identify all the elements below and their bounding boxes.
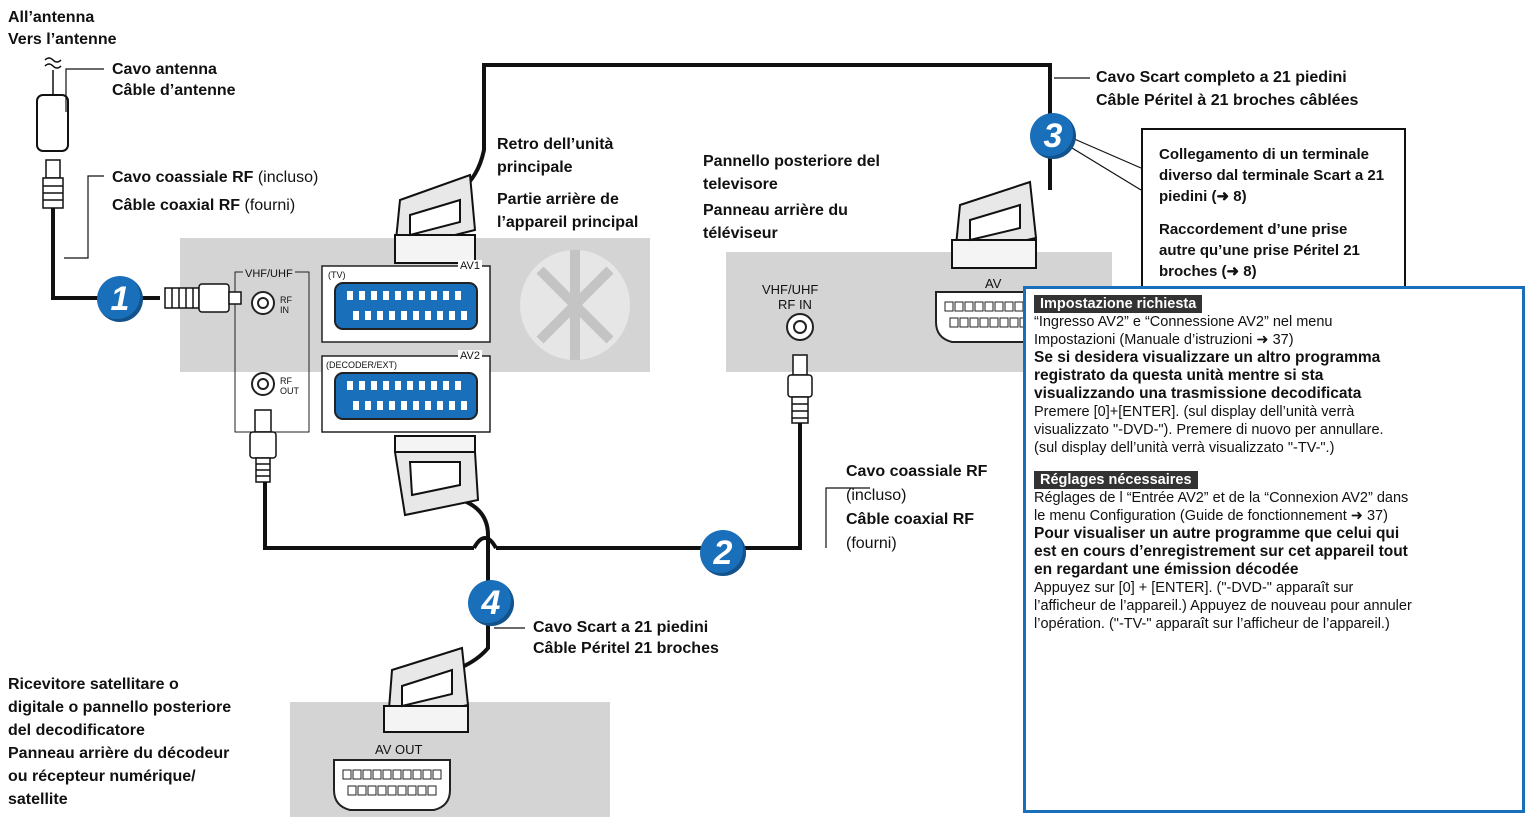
coax-top-it-rest: (incluso) [253, 169, 319, 186]
coax-top-fr: Câble coaxial RF (fourni) [112, 196, 295, 216]
callout-fr: Raccordement d’une prise autre qu’une pr… [1159, 221, 1360, 280]
cable-crossover [472, 536, 498, 550]
antenna-cable-it: Cavo antenna [112, 61, 217, 78]
note-it-bold1: Se si desidera visualizzare un altro pro… [1034, 349, 1381, 366]
rf-in-label-2: IN [280, 305, 289, 315]
scart-plug-tv [951, 180, 1038, 269]
main-unit-label-fr-1: Partie arrière de [497, 191, 619, 208]
note-it-line1: “Ingresso AV2” e “Connessione AV2” nel m… [1034, 314, 1333, 330]
tv-label-fr-1: Panneau arrière du [703, 202, 848, 219]
coax-mid-it-rest: (incluso) [846, 487, 907, 504]
scart-21-it: Cavo Scart a 21 piedini [533, 619, 709, 636]
tv-coax-plug [787, 354, 813, 424]
note-it-header: Impostazione richiesta [1034, 295, 1203, 313]
av1-label: AV1 [458, 260, 482, 273]
note-fr-bold2: est en cours d’enregistrement sur cet ap… [1034, 543, 1408, 560]
coax-top-it: Cavo coassiale RF (incluso) [112, 168, 318, 188]
rf-out-label-2: OUT [280, 386, 299, 396]
receiver-label-3: del decodificatore [8, 722, 145, 739]
coax-top-fr-bold: Câble coaxial RF [112, 197, 241, 214]
main-unit-label-fr-2: l’appareil principal [497, 214, 639, 231]
av-out-label: AV OUT [375, 742, 423, 757]
note-it-line4: visualizzato "-DVD-"). Premere di nuovo … [1034, 422, 1384, 438]
note-fr-bold3: en regardant une émission décodée [1034, 561, 1299, 578]
note-fr-line2: le menu Configuration (Guide de fonction… [1034, 508, 1388, 524]
note-fr-bold1: Pour visualiser un autre programme que c… [1034, 525, 1400, 542]
note-it-line2: Impostazioni (Manuale d’istruzioni ➜ 37) [1034, 332, 1294, 348]
callout-box: Collegamento di un terminale diverso dal… [1141, 128, 1406, 308]
av2-label: AV2 [458, 350, 482, 363]
coax-mid-it-bold: Cavo coassiale RF [846, 463, 988, 480]
coax-mid-fr-bold: Câble coaxial RF [846, 511, 975, 528]
scart-full-it: Cavo Scart completo a 21 piedini [1096, 69, 1347, 86]
antenna-label-it: All’antenna [8, 9, 95, 26]
receiver-label-2: digitale o pannello posteriore [8, 699, 232, 716]
main-vhf-uhf-label: VHF/UHF [243, 268, 295, 281]
antenna-cable-fr: Câble d’antenne [112, 82, 236, 99]
av2-sub-label: (DECODER/EXT) [326, 360, 398, 370]
tv-label-it-1: Pannello posteriore del [703, 153, 880, 170]
antenna-coax-plug [42, 159, 64, 209]
note-fr-line4: l’afficheur de l’appareil.) Appuyez de n… [1034, 598, 1412, 614]
receiver-label-4: Panneau arrière du décodeur [8, 745, 230, 762]
step-2-badge: 2 [700, 530, 746, 576]
tv-av-label: AV [985, 276, 1002, 291]
rf-out-label-1: RF [280, 376, 292, 386]
scart-full-fr: Câble Péritel à 21 broches câblées [1096, 92, 1359, 109]
scart-21-fr: Câble Péritel 21 broches [533, 640, 719, 657]
note-it-bold3: visualizzando una trasmissione decodific… [1034, 385, 1362, 402]
receiver-label-5: ou récepteur numérique/ [8, 768, 196, 785]
note-fr-header: Réglages nécessaires [1034, 471, 1198, 489]
tv-vhf-uhf-label: VHF/UHF [762, 282, 819, 297]
rf-in-label-1: RF [280, 295, 292, 305]
step-3-badge: 3 [1030, 113, 1076, 159]
rf-out-coax-plug [249, 409, 277, 483]
callout-it: Collegamento di un terminale diverso dal… [1159, 146, 1385, 205]
coax-top-it-bold: Cavo coassiale RF [112, 169, 254, 186]
settings-note-box: Impostazione richiesta “Ingresso AV2” e … [1023, 286, 1525, 813]
antenna-symbol [44, 57, 62, 95]
note-fr-line5: l’opération. ("-TV-" apparaît sur l’affi… [1034, 616, 1390, 632]
receiver-av-out-socket [333, 759, 451, 811]
main-unit-label-it-1: Retro dell’unità [497, 136, 614, 153]
tv-label-it-2: televisore [703, 176, 778, 193]
note-it-line3: Premere [0]+[ENTER]. (sul display dell’u… [1034, 404, 1355, 420]
note-it-bold2: registrato da questa unità mentre si sta [1034, 367, 1324, 384]
antenna-plug-body [36, 94, 69, 152]
step-1-badge: 1 [97, 276, 143, 322]
tv-label-fr-2: téléviseur [703, 225, 778, 242]
av1-sub-label: (TV) [328, 270, 346, 280]
leader-lines [64, 68, 1142, 629]
av2-pins [347, 381, 467, 410]
coax-top-fr-rest: (fourni) [240, 197, 296, 214]
tv-rf-in-label: RF IN [778, 297, 812, 312]
av1-pins [347, 291, 467, 320]
scart-plug-receiver [383, 646, 470, 733]
main-unit-label-it-2: principale [497, 159, 573, 176]
cables [51, 63, 1052, 670]
antenna-label-fr: Vers l’antenne [8, 31, 117, 48]
note-fr-line1: Réglages de l “Entrée AV2” et de la “Con… [1034, 490, 1409, 506]
scart-plug-av2 [393, 435, 480, 517]
receiver-label-1: Ricevitore satellitare o [8, 676, 179, 693]
rf-in-coax-plug [164, 283, 242, 313]
step-4-badge: 4 [468, 580, 514, 626]
note-fr-line3: Appuyez sur [0] + [ENTER]. ("-DVD-" appa… [1034, 580, 1354, 596]
note-it-line5: (sul display dell’unità verrà visualizza… [1034, 440, 1335, 456]
receiver-label-6: satellite [8, 791, 68, 808]
scart-plug-av1 [393, 173, 477, 264]
coax-mid-fr-rest: (fourni) [846, 535, 897, 552]
